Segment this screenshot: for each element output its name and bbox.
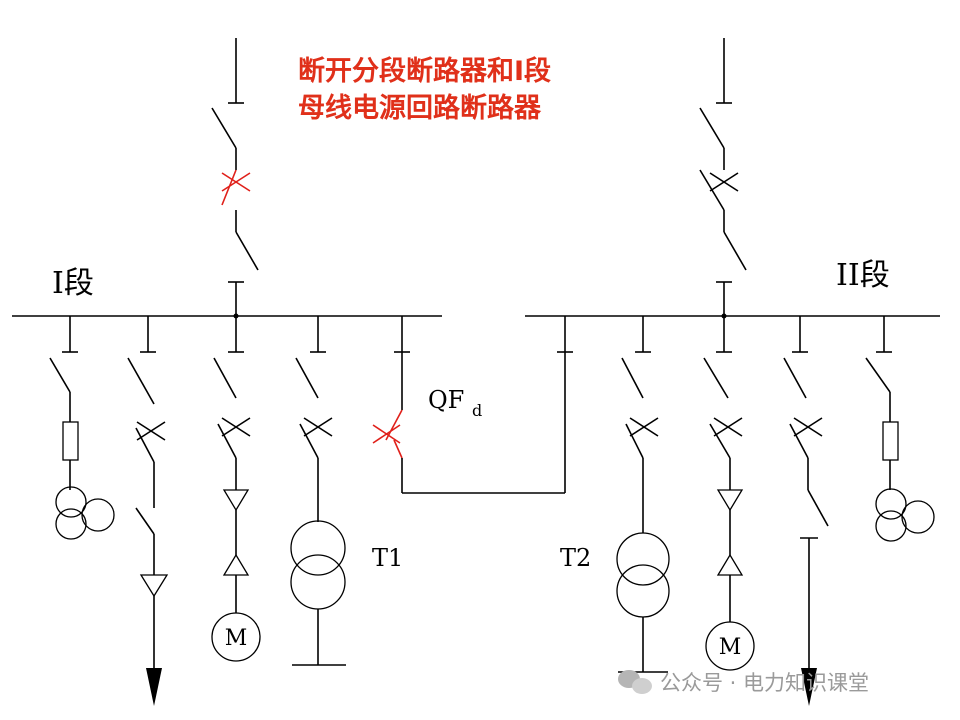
qfd-label: QF xyxy=(428,386,464,414)
motor-2 xyxy=(705,621,755,671)
incoming-feeder-2 xyxy=(699,38,747,316)
bus-coupler: QF d xyxy=(372,316,573,494)
feeder-motor-1: M xyxy=(211,316,261,662)
incoming-feeder-1 xyxy=(211,38,259,316)
breaker-incoming-2 xyxy=(699,169,739,211)
transformer-t1-secondary xyxy=(290,554,346,610)
load-arrow-1 xyxy=(146,668,162,706)
section-2-label: II段 xyxy=(836,258,890,293)
pt-coil-1c xyxy=(81,498,115,532)
watermark-text: 公众号 · 电力知识课堂 xyxy=(660,671,869,695)
pt-coil-2b xyxy=(875,510,907,542)
transformer-t1-primary xyxy=(290,520,346,576)
pt-coil-1a xyxy=(55,486,87,518)
feeder-motor-2: M xyxy=(703,316,755,671)
pt-coil-2c xyxy=(901,500,935,534)
fuse-2 xyxy=(882,421,899,461)
wechat-icon xyxy=(618,670,652,694)
feeder-transformer-t2: T2 xyxy=(560,316,670,673)
transformer-t2-secondary xyxy=(616,564,670,618)
ct-triangle-2 xyxy=(222,489,250,512)
feeder-outgoing-2 xyxy=(783,316,829,706)
pt-coil-1b xyxy=(55,508,87,540)
motor-2-label: M xyxy=(719,635,742,660)
ct-triangle-4 xyxy=(716,489,744,512)
qfd-label-subscript: d xyxy=(472,401,482,420)
section-1-label: I段 xyxy=(52,266,94,301)
breaker-incoming-1-opened xyxy=(221,169,251,206)
motor-1-label: M xyxy=(225,626,248,651)
pt-coil-2a xyxy=(875,488,907,520)
ct-triangle-1 xyxy=(139,574,169,598)
motor-1 xyxy=(211,612,261,662)
watermark: 公众号 · 电力知识课堂 xyxy=(618,670,869,695)
ct-triangle-5 xyxy=(716,553,744,576)
feeder-pt-1 xyxy=(49,316,115,540)
breaker-qfd-opened xyxy=(372,409,403,459)
annotation-line-1: 断开分段断路器和I段 xyxy=(298,55,551,87)
annotation-line-2: 母线电源回路断路器 xyxy=(298,92,542,124)
transformer-t2-label: T2 xyxy=(560,544,591,572)
feeder-pt-2 xyxy=(865,316,935,542)
feeder-outgoing-1 xyxy=(127,316,169,706)
transformer-t1-label: T1 xyxy=(372,544,403,572)
ct-triangle-3 xyxy=(222,553,250,576)
transformer-t2-primary xyxy=(616,532,670,586)
feeder-transformer-t1: T1 xyxy=(290,316,403,666)
fuse-1 xyxy=(62,421,79,461)
load-arrow-2 xyxy=(801,668,817,706)
